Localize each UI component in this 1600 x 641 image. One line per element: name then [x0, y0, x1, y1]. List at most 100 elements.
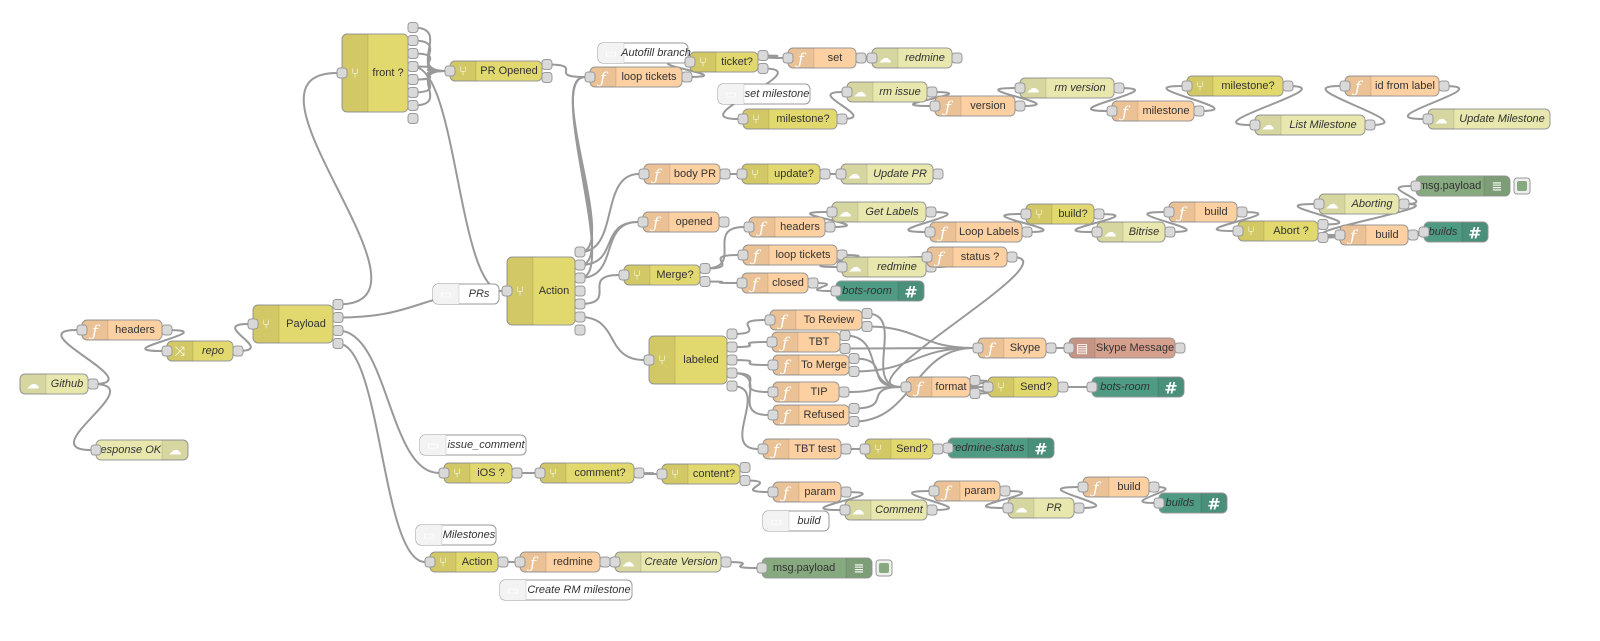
node-pr-http[interactable]: ☁PR	[1002, 497, 1085, 519]
wire-milestone_q2-to-list_milestone[interactable]	[1235, 85, 1303, 126]
output-port[interactable]	[1407, 229, 1419, 241]
node-send-q1[interactable]: ⑂Send?	[982, 376, 1069, 398]
output-port[interactable]	[739, 462, 751, 473]
wire-content_q-to-param1[interactable]	[744, 479, 769, 493]
input-port[interactable]	[1077, 481, 1089, 493]
node-content-q[interactable]: ⑂content?	[656, 462, 751, 486]
input-port[interactable]	[1063, 342, 1075, 354]
output-port[interactable]	[699, 276, 711, 287]
input-port[interactable]	[618, 269, 630, 281]
input-port[interactable]	[76, 324, 88, 336]
output-port[interactable]	[926, 504, 938, 516]
wire-abort_q-to-aborting[interactable]	[1296, 203, 1341, 226]
wire-front-to-pr_opened[interactable]	[412, 70, 446, 107]
input-port[interactable]	[736, 168, 748, 180]
input-port[interactable]	[1249, 119, 1261, 131]
node-milestone-q2[interactable]: ⑂milestone?	[1181, 75, 1294, 97]
input-port[interactable]	[767, 386, 779, 398]
input-port[interactable]	[841, 86, 853, 98]
wire-github-to-response_ok[interactable]	[73, 383, 111, 451]
output-port[interactable]	[925, 206, 937, 218]
input-port[interactable]	[1418, 226, 1430, 238]
node-action1[interactable]: ⑂Action	[501, 246, 586, 336]
wire-ticket_q-to-set[interactable]	[762, 54, 784, 59]
wire-labeled-to-tbt_test[interactable]	[731, 385, 759, 450]
node-create-rm[interactable]: ▭Create RM milestone	[499, 579, 633, 601]
input-port[interactable]	[438, 467, 450, 479]
input-port[interactable]	[835, 168, 847, 180]
output-port[interactable]	[332, 312, 344, 323]
output-port[interactable]	[497, 556, 509, 568]
wire-build1-to-abort_q[interactable]	[1215, 211, 1260, 232]
node-issue-comment[interactable]: ▭issue_comment	[419, 434, 527, 456]
wire-loop_tickets2-to-redmine2[interactable]	[819, 254, 860, 268]
wire-to_review-to-format[interactable]	[866, 312, 902, 388]
output-port[interactable]	[332, 325, 344, 336]
output-port[interactable]	[574, 246, 586, 258]
output-port[interactable]	[574, 285, 586, 297]
input-port[interactable]	[782, 52, 794, 64]
input-port[interactable]	[736, 277, 748, 289]
input-port[interactable]	[757, 443, 769, 455]
output-port[interactable]	[726, 367, 738, 379]
node-abort-q[interactable]: ⑂Abort ?	[1232, 219, 1329, 243]
output-port[interactable]	[1148, 481, 1160, 493]
node-autofill[interactable]: ▭Autofill branch	[597, 42, 691, 64]
node-bitrise[interactable]: ☁Bitrise	[1091, 221, 1176, 243]
wire-rm_issue-to-version[interactable]	[912, 91, 950, 107]
output-port[interactable]	[848, 403, 860, 414]
node-action2[interactable]: ⑂Action	[424, 551, 509, 573]
output-port[interactable]	[824, 221, 836, 233]
output-port[interactable]	[574, 272, 586, 284]
output-port[interactable]	[1317, 232, 1329, 243]
output-port[interactable]	[855, 52, 867, 64]
input-port[interactable]	[1334, 229, 1346, 241]
input-port[interactable]	[767, 359, 779, 371]
output-port[interactable]	[1093, 208, 1105, 220]
output-port[interactable]	[720, 556, 732, 568]
node-get-labels[interactable]: ☁Get Labels	[826, 201, 937, 223]
input-port[interactable]	[637, 216, 649, 228]
output-port[interactable]	[407, 48, 419, 59]
node-bots-room1[interactable]: #bots-room	[830, 280, 925, 302]
output-port[interactable]	[726, 328, 738, 340]
wire-action1-to-loop_tickets1[interactable]	[571, 76, 594, 279]
wire-github-to-headers1[interactable]	[60, 329, 110, 385]
node-redmine2[interactable]: ☁redmine	[836, 256, 937, 278]
output-port[interactable]	[699, 263, 711, 274]
wire-action1-to-opened[interactable]	[579, 221, 639, 279]
input-port[interactable]	[830, 285, 842, 297]
input-port[interactable]	[1153, 497, 1165, 509]
node-merge-q[interactable]: ⑂Merge?	[618, 263, 711, 287]
wire-to_merge-to-skype[interactable]	[853, 347, 974, 373]
node-create-version[interactable]: ☁Create Version	[609, 551, 732, 573]
output-port[interactable]	[969, 375, 981, 386]
wire-repo-to-payload[interactable]	[234, 323, 252, 352]
node-skype-msg[interactable]: ▤Skype Message	[1063, 337, 1186, 359]
output-port[interactable]	[407, 100, 419, 111]
wire-milestone_q1-to-rm_issue[interactable]	[829, 91, 855, 120]
node-redmine1[interactable]: ☁redmine	[866, 47, 963, 69]
input-port[interactable]	[1163, 206, 1175, 218]
input-port[interactable]	[767, 486, 779, 498]
output-port[interactable]	[1236, 206, 1248, 218]
wire-labeled-to-tbt[interactable]	[731, 341, 768, 348]
input-port[interactable]	[514, 556, 526, 568]
input-port[interactable]	[756, 562, 768, 574]
output-port[interactable]	[757, 50, 769, 61]
output-port[interactable]	[932, 168, 944, 180]
output-port[interactable]	[574, 324, 586, 336]
node-comment-q[interactable]: ⑂comment?	[534, 462, 645, 484]
